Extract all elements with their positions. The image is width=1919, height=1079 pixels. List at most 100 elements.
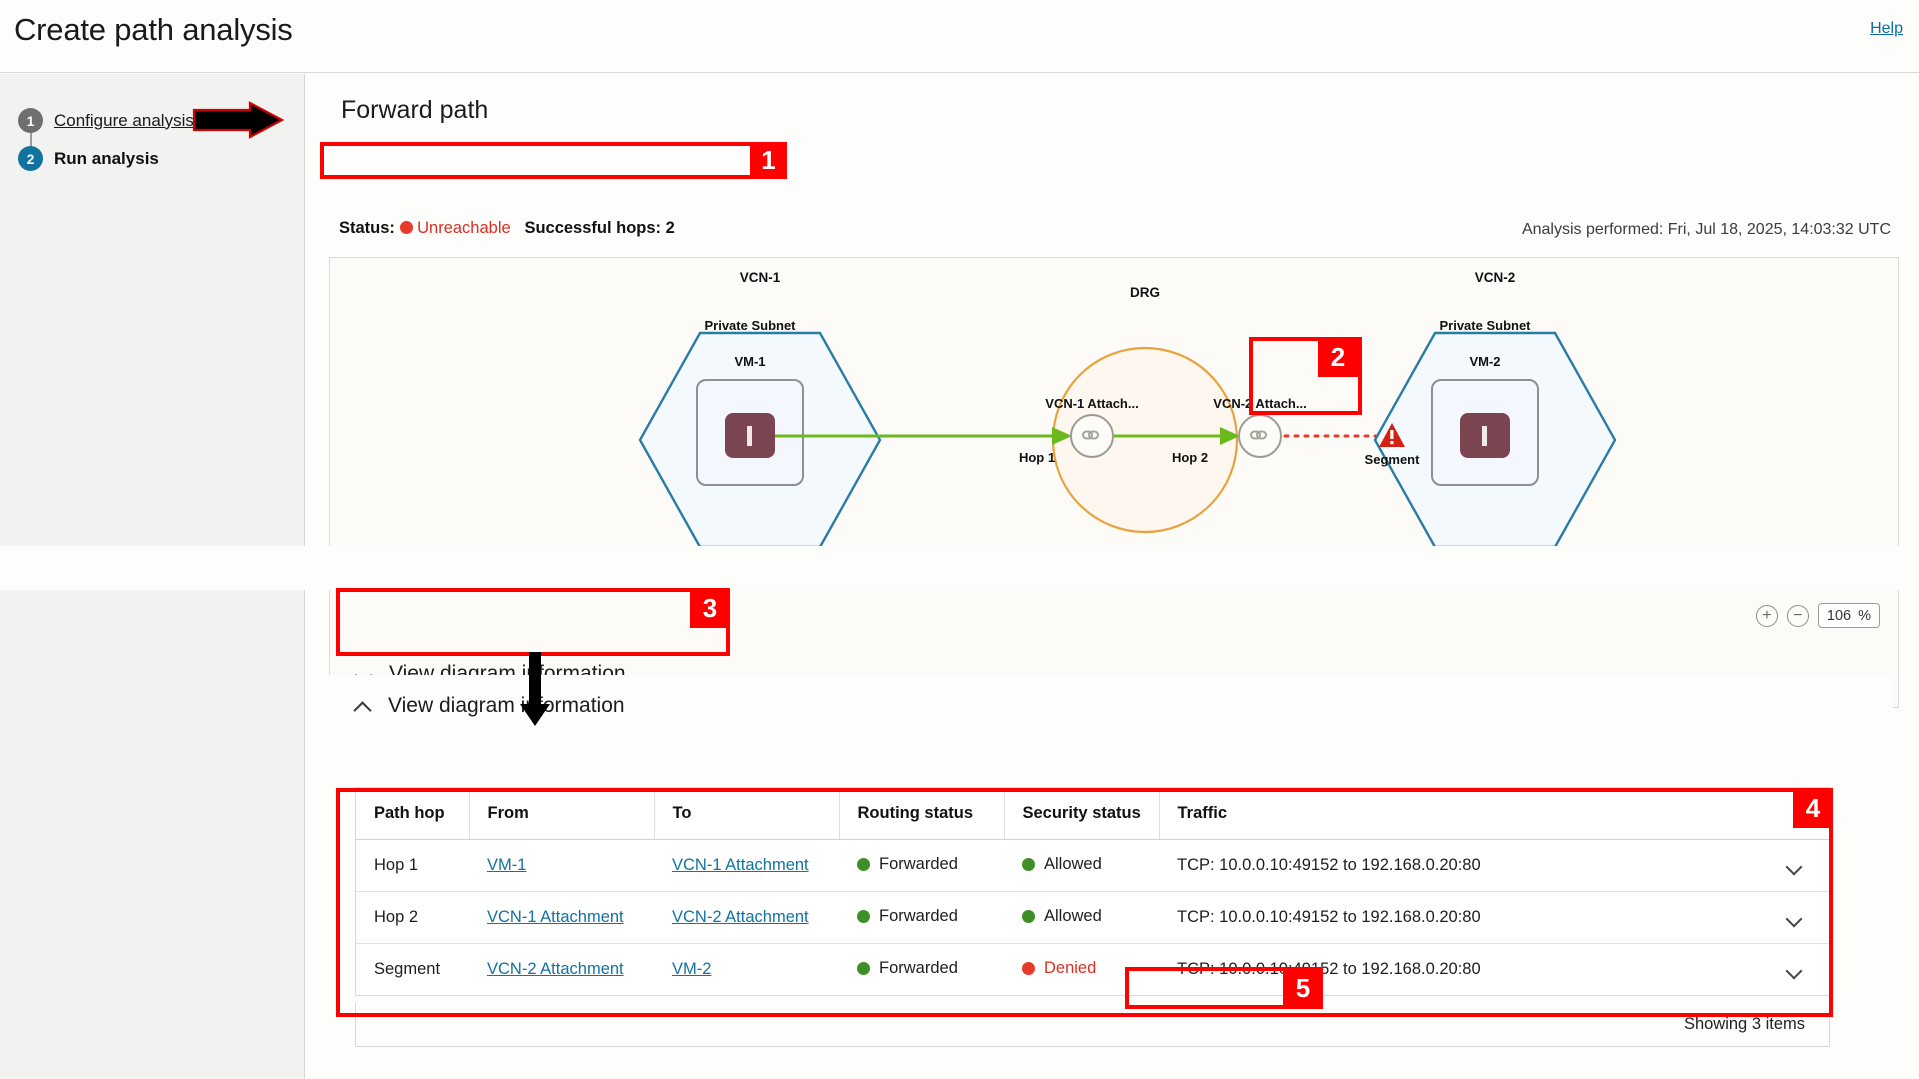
analysis-performed-timestamp: Analysis performed: Fri, Jul 18, 2025, 1…: [1521, 221, 1891, 238]
vcn-2-title: VCN-2: [1474, 270, 1516, 285]
vcn-2-subnet-label: Private Subnet: [1439, 318, 1531, 333]
table-header-row: Path hop From To Routing status Security…: [356, 788, 1829, 840]
vm-1-glyph: [747, 426, 752, 446]
routing-status-dot-icon: [857, 962, 870, 975]
path-hops-table: Path hop From To Routing status Security…: [355, 787, 1830, 996]
step-1-badge: 1: [18, 108, 43, 133]
cell-path-hop: Hop 1: [356, 839, 469, 892]
routing-status-text: Forwarded: [879, 907, 958, 925]
step-2-label: Run analysis: [54, 148, 159, 168]
zoom-out-button[interactable]: −: [1786, 604, 1809, 627]
cell-security-status: Allowed: [1004, 891, 1159, 944]
security-status-dot-icon: [1022, 910, 1035, 923]
zoom-controls: + − 106 %: [1755, 603, 1880, 628]
wizard-connector: [30, 133, 32, 146]
zoom-level-value: 106: [1826, 607, 1852, 624]
cell-to: VM-2: [654, 943, 839, 995]
status-summary: Status: Unreachable Successful hops: 2: [339, 219, 675, 238]
chevron-up-icon: [355, 701, 372, 711]
routing-status-dot-icon: [857, 910, 870, 923]
cell-from: VCN-1 Attachment: [469, 891, 654, 944]
security-status-text: Allowed: [1044, 907, 1102, 925]
column-header-from: From: [469, 788, 655, 840]
link-to[interactable]: VM-2: [672, 960, 712, 978]
hop-2-arrow-icon: [1220, 427, 1240, 445]
vcn-1-group: [638, 331, 882, 549]
column-header-security-status: Security status: [1004, 788, 1160, 840]
view-separator-band: [0, 546, 1919, 590]
drg-title: DRG: [1130, 285, 1160, 300]
segment-label: Segment: [1364, 452, 1420, 467]
table-row[interactable]: Hop 2 VCN-1 Attachment VCN-2 Attachment …: [356, 891, 1829, 944]
link-from[interactable]: VCN-2 Attachment: [487, 960, 624, 978]
vcn-1-attachment-label: VCN-1 Attach...: [1045, 396, 1139, 411]
step-1-label[interactable]: Configure analysis: [54, 110, 194, 130]
link-icon: [1082, 430, 1099, 440]
vcn-2-attachment-node: [1238, 414, 1282, 458]
cell-expand[interactable]: [1769, 839, 1829, 892]
cell-traffic: TCP: 10.0.0.10:49152 to 192.168.0.20:80: [1159, 943, 1769, 995]
cell-from: VM-1: [469, 839, 654, 892]
cell-security-status: Denied: [1004, 943, 1159, 995]
security-status-dot-icon: [1022, 962, 1035, 975]
security-status-dot-icon: [1022, 858, 1035, 871]
hop-2-label: Hop 2: [1171, 450, 1209, 465]
link-to[interactable]: VCN-1 Attachment: [672, 856, 809, 874]
column-header-to: To: [654, 788, 840, 840]
cell-expand[interactable]: [1769, 943, 1829, 995]
step-2-badge: 2: [18, 146, 43, 171]
cell-to: VCN-2 Attachment: [654, 891, 839, 944]
accordion-view-diagram-information-expanded[interactable]: View diagram information: [329, 675, 1893, 737]
vcn-1-attachment-node: [1070, 414, 1114, 458]
page-title: Create path analysis: [14, 12, 293, 47]
link-from[interactable]: VM-1: [487, 856, 527, 874]
table-footer: Showing 3 items: [355, 1003, 1830, 1047]
status-value: Unreachable: [417, 219, 511, 237]
vm-1-label: VM-1: [734, 354, 766, 369]
zoom-level-field[interactable]: 106 %: [1817, 603, 1880, 628]
section-title-forward-path: Forward path: [341, 96, 489, 124]
vcn-2-group: [1373, 331, 1617, 549]
zoom-level-unit: %: [1858, 607, 1871, 624]
routing-status-text: Forwarded: [879, 959, 958, 977]
row-expand-chevron-down-icon[interactable]: [1787, 913, 1803, 922]
diagram-svg: [638, 331, 1617, 549]
cell-from: VCN-2 Attachment: [469, 943, 654, 995]
link-icon: [1250, 430, 1267, 440]
hop-1-arrow-icon: [1052, 427, 1072, 445]
status-dot-icon: [399, 221, 413, 234]
sidebar-item-run-analysis[interactable]: 2 Run analysis: [18, 146, 159, 171]
hop-1-label: Hop 1: [1018, 450, 1056, 465]
vcn-1-subnet-label: Private Subnet: [704, 318, 796, 333]
cell-traffic: TCP: 10.0.0.10:49152 to 192.168.0.20:80: [1159, 839, 1769, 892]
row-expand-chevron-down-icon[interactable]: [1787, 965, 1803, 974]
link-to[interactable]: VCN-2 Attachment: [672, 908, 809, 926]
status-row: Status: Unreachable Successful hops: 2 A…: [329, 219, 1899, 247]
cell-routing-status: Forwarded: [839, 839, 1004, 892]
column-header-traffic: Traffic: [1159, 788, 1829, 840]
accordion-expanded-label: View diagram information: [388, 694, 625, 717]
warning-triangle-icon: [1379, 423, 1405, 447]
row-expand-chevron-down-icon[interactable]: [1787, 861, 1803, 870]
zoom-in-button[interactable]: +: [1755, 604, 1778, 627]
cell-routing-status: Forwarded: [839, 943, 1004, 995]
table-row[interactable]: Hop 1 VM-1 VCN-1 Attachment Forwarded Al…: [356, 839, 1829, 892]
vm-2-glyph: [1482, 426, 1487, 446]
cell-traffic: TCP: 10.0.0.10:49152 to 192.168.0.20:80: [1159, 891, 1769, 944]
cell-routing-status: Forwarded: [839, 891, 1004, 944]
link-from[interactable]: VCN-1 Attachment: [487, 908, 624, 926]
sidebar-item-configure-analysis[interactable]: 1 Configure analysis: [18, 108, 194, 133]
vm-2-label: VM-2: [1469, 354, 1501, 369]
column-header-path-hop: Path hop: [356, 788, 470, 840]
cell-path-hop: Hop 2: [356, 891, 469, 944]
routing-status-dot-icon: [857, 858, 870, 871]
cell-security-status: Allowed: [1004, 839, 1159, 892]
security-status-text: Denied: [1044, 959, 1097, 977]
help-link[interactable]: Help: [1870, 20, 1903, 37]
cell-expand[interactable]: [1769, 891, 1829, 944]
table-row[interactable]: Segment VCN-2 Attachment VM-2 Forwarded …: [356, 943, 1829, 995]
cell-path-hop: Segment: [356, 943, 469, 995]
security-status-text: Allowed: [1044, 855, 1102, 873]
vcn-1-title: VCN-1: [739, 270, 781, 285]
column-header-routing-status: Routing status: [839, 788, 1005, 840]
